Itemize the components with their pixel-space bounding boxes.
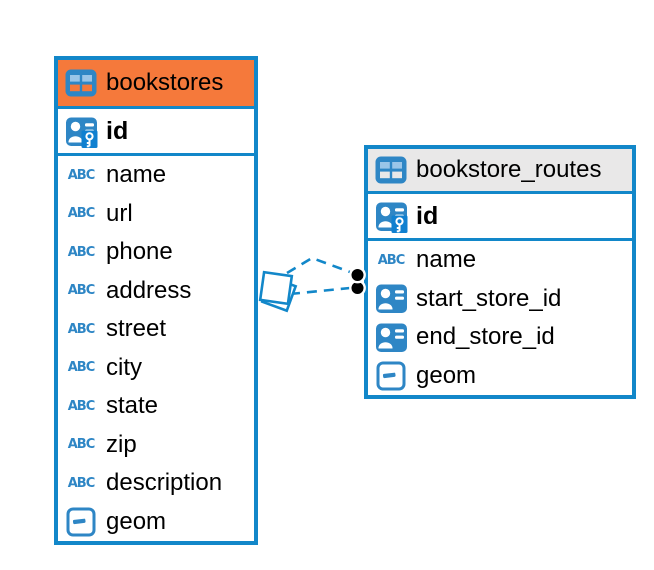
table-name: bookstore_routes bbox=[416, 156, 602, 183]
column-name: id bbox=[416, 201, 439, 230]
column-row[interactable]: id bbox=[58, 109, 254, 156]
text-type-icon: ABC bbox=[67, 283, 96, 299]
column-name: name bbox=[416, 246, 477, 274]
relationship-line[interactable] bbox=[289, 286, 351, 296]
text-type-icon: ABC bbox=[67, 321, 96, 337]
primary-key-icon bbox=[374, 199, 408, 233]
column-name: id bbox=[106, 116, 129, 145]
text-type-icon: ABC bbox=[67, 167, 96, 183]
text-type-icon: ABC bbox=[67, 437, 96, 453]
table-icon bbox=[64, 66, 98, 100]
text-type-icon: ABC bbox=[67, 475, 96, 491]
column-row[interactable]: end_store_id bbox=[368, 318, 632, 357]
table-bookstores[interactable]: bookstores id ABC name ABC url ABC phone… bbox=[54, 56, 258, 545]
column-row[interactable]: ABC name bbox=[368, 241, 632, 280]
column-name: geom bbox=[416, 361, 477, 389]
table-bookstores-header[interactable]: bookstores bbox=[58, 60, 254, 109]
relationship-endpoint-squares[interactable] bbox=[258, 270, 298, 313]
reference-column-icon bbox=[374, 282, 408, 316]
text-type-icon: ABC bbox=[67, 244, 96, 260]
relationship-endpoint-dot[interactable] bbox=[349, 279, 366, 297]
column-name: url bbox=[106, 199, 133, 227]
column-name: zip bbox=[106, 430, 137, 458]
relationship-endpoint-square[interactable] bbox=[260, 275, 298, 313]
reference-column-icon bbox=[374, 320, 408, 354]
column-name: phone bbox=[106, 238, 173, 266]
table-bookstore-routes-header[interactable]: bookstore_routes bbox=[368, 149, 632, 194]
column-row[interactable]: ABC state bbox=[58, 387, 254, 426]
column-name: description bbox=[106, 469, 223, 497]
column-row[interactable]: ABC name bbox=[58, 156, 254, 195]
text-type-icon: ABC bbox=[67, 360, 96, 376]
column-row[interactable]: ABC description bbox=[58, 464, 254, 503]
table-bookstore-routes[interactable]: bookstore_routes id ABC name start_store… bbox=[364, 145, 636, 399]
relationship-endpoint-dot[interactable] bbox=[349, 266, 366, 284]
column-name: geom bbox=[106, 507, 167, 535]
column-name: state bbox=[106, 392, 159, 420]
column-row[interactable]: ABC street bbox=[58, 310, 254, 349]
text-type-icon: ABC bbox=[377, 252, 406, 268]
relationship-line[interactable] bbox=[286, 256, 351, 275]
column-name: city bbox=[106, 353, 142, 381]
column-row[interactable]: geom bbox=[368, 356, 632, 395]
geometry-type-icon bbox=[374, 359, 408, 393]
fk-relationship-lines[interactable] bbox=[286, 256, 351, 296]
column-name: address bbox=[106, 276, 192, 304]
table-icon bbox=[374, 153, 408, 187]
column-row[interactable]: start_store_id bbox=[368, 279, 632, 318]
table-name: bookstores bbox=[106, 69, 224, 96]
column-row[interactable]: id bbox=[368, 194, 632, 241]
column-name: street bbox=[106, 315, 167, 343]
column-row[interactable]: geom bbox=[58, 502, 254, 541]
primary-key-icon bbox=[64, 114, 98, 148]
relationship-endpoint-square[interactable] bbox=[258, 270, 294, 306]
geometry-type-icon bbox=[64, 505, 98, 539]
text-type-icon: ABC bbox=[67, 398, 96, 414]
column-row[interactable]: ABC address bbox=[58, 271, 254, 310]
column-name: end_store_id bbox=[416, 323, 555, 351]
text-type-icon: ABC bbox=[67, 206, 96, 222]
column-row[interactable]: ABC phone bbox=[58, 233, 254, 272]
column-row[interactable]: ABC city bbox=[58, 348, 254, 387]
column-row[interactable]: ABC zip bbox=[58, 425, 254, 464]
relationship-endpoint-dots[interactable] bbox=[349, 266, 366, 297]
column-row[interactable]: ABC url bbox=[58, 194, 254, 233]
column-name: name bbox=[106, 161, 167, 189]
column-name: start_store_id bbox=[416, 284, 562, 312]
